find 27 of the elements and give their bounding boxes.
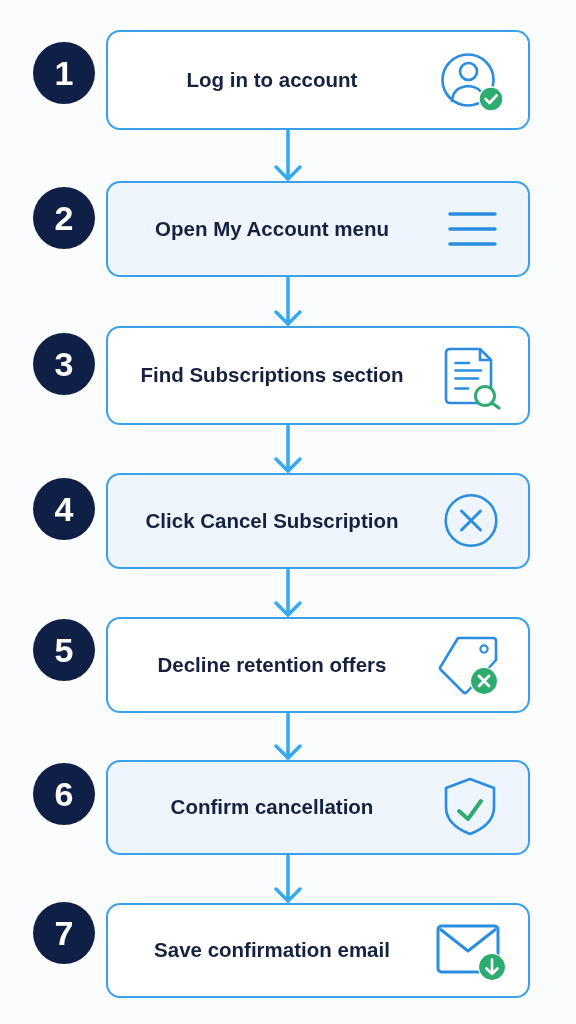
arrow	[274, 276, 302, 326]
arrow	[274, 129, 302, 181]
step-label: Log in to account	[186, 67, 358, 93]
arrow	[274, 854, 302, 903]
step-box	[106, 181, 530, 277]
step-box	[106, 760, 530, 855]
arrow	[274, 424, 302, 473]
step-number: 2	[33, 187, 95, 249]
step-label: Find Subscriptions section	[140, 363, 404, 388]
step-label: Open My Account menu	[155, 216, 389, 242]
step-number: 1	[33, 42, 95, 104]
step-number: 7	[33, 902, 95, 964]
step-label: Click Cancel Subscription	[145, 508, 399, 534]
step-box	[106, 326, 530, 425]
step-number: 4	[33, 478, 95, 540]
arrow	[274, 568, 302, 617]
step-label: Decline retention offers	[157, 652, 387, 678]
step-box	[106, 473, 530, 569]
step-box	[106, 903, 530, 998]
step-label: Save confirmation email	[154, 938, 390, 963]
step-number: 3	[33, 333, 95, 395]
step-number: 5	[33, 619, 95, 681]
arrow	[274, 712, 302, 760]
step-box	[106, 30, 530, 130]
step-number: 6	[33, 763, 95, 825]
step-label: Confirm cancellation	[170, 795, 374, 820]
step-box	[106, 617, 530, 713]
